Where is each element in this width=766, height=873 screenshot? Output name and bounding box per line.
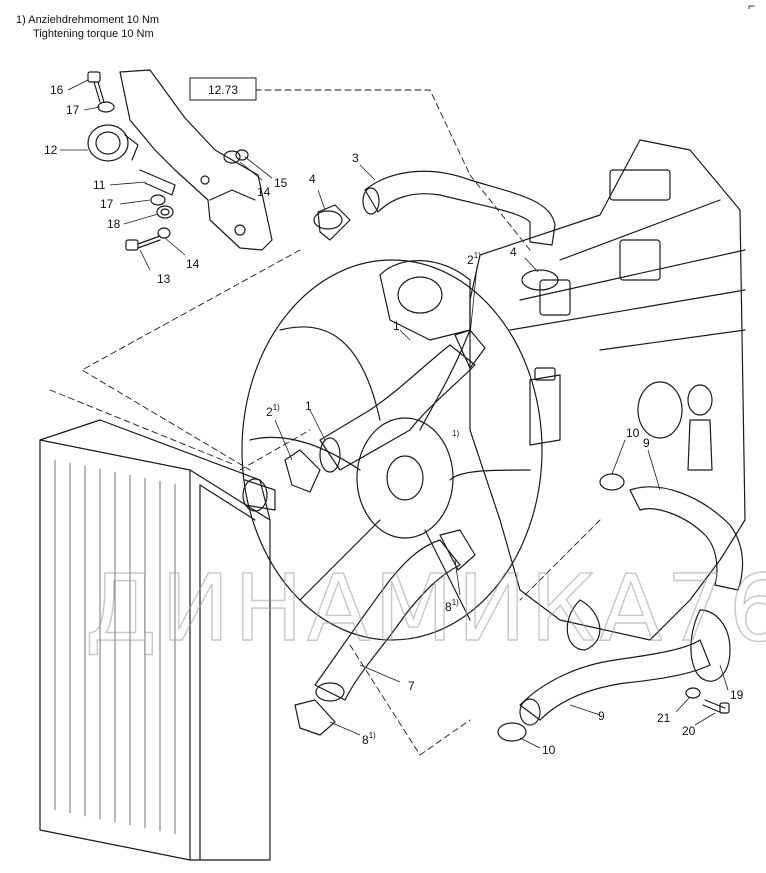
callout-19: 19 <box>730 688 744 702</box>
callout-17-bottom: 17 <box>100 197 114 211</box>
callout-12: 12 <box>44 143 58 157</box>
callout-2-top-footnote: 1) <box>474 251 481 260</box>
callout-16: 16 <box>50 83 64 97</box>
callout-14-upper: 14 <box>257 185 271 199</box>
cooling-fan <box>241 259 543 641</box>
watermark-text: ДИНАМИКА76 <box>85 555 766 662</box>
callout-10-upper: 10 <box>626 426 640 440</box>
callout-17-top: 17 <box>66 103 80 117</box>
callout-10-lower: 10 <box>542 743 556 757</box>
callout-1-lower: 1 <box>305 399 312 413</box>
callout-13: 13 <box>157 272 171 286</box>
callout-8-upper-footnote: 1) <box>452 598 459 607</box>
upper-hose <box>317 170 556 246</box>
callout-2-lower: 21) <box>266 403 280 419</box>
callout-2-lower-footnote: 1) <box>273 403 280 412</box>
note-line-2: Tightening torque 10 Nm <box>33 28 154 40</box>
callout-fan-footnote: 1) <box>452 429 459 438</box>
callout-8-lower: 81) <box>362 731 376 747</box>
callout-9-lower: 9 <box>598 709 605 723</box>
callout-2-top-number: 2 <box>467 253 474 267</box>
engine-block <box>379 139 746 651</box>
callout-8-lower-footnote: 1) <box>369 731 376 740</box>
intermediate-hose <box>284 329 486 493</box>
dashed-leader-lines <box>49 89 601 756</box>
callout-1-upper: 1 <box>393 319 400 333</box>
callout-8-upper-number: 8 <box>445 600 452 614</box>
callout-leaders <box>60 79 729 749</box>
bypass-hose <box>519 486 744 726</box>
callout-2-top: 21) <box>467 251 481 267</box>
callout-labels: 16 17 12 11 17 18 13 14 14 15 4 3 21) 4 … <box>44 83 744 757</box>
callout-9-upper: 9 <box>643 436 650 450</box>
callout-18: 18 <box>107 217 121 231</box>
callout-4-right: 4 <box>510 245 517 259</box>
callout-2-lower-number: 2 <box>266 405 273 419</box>
reference-box-label: 12.73 <box>208 83 238 97</box>
bracket-assembly <box>87 69 273 251</box>
callout-8-lower-number: 8 <box>362 733 369 747</box>
note-line-1: 1) Anziehdrehmoment 10 Nm <box>16 14 160 26</box>
lower-hose <box>294 529 476 736</box>
corner-mark: ⌐ <box>748 0 756 13</box>
callout-8-upper: 81) <box>445 598 459 614</box>
callout-3: 3 <box>352 151 359 165</box>
callout-15: 15 <box>274 176 288 190</box>
radiator <box>39 419 276 861</box>
callout-21: 21 <box>657 711 671 725</box>
callout-4-left: 4 <box>309 172 316 186</box>
callout-7: 7 <box>408 679 415 693</box>
callout-20: 20 <box>682 724 696 738</box>
reference-box: 12.73 <box>189 77 257 101</box>
callout-11: 11 <box>93 178 106 192</box>
callout-14-lower: 14 <box>186 257 200 271</box>
